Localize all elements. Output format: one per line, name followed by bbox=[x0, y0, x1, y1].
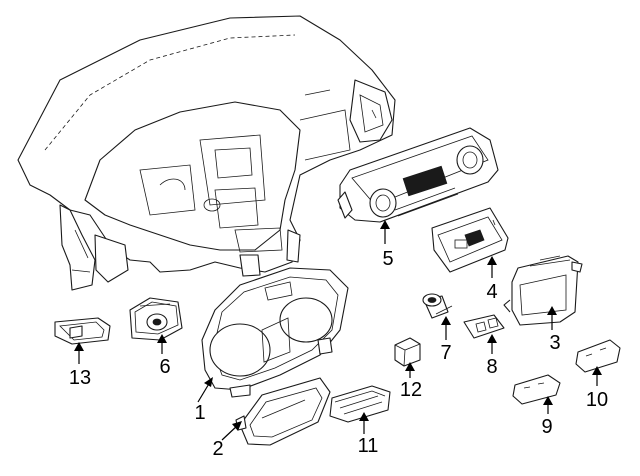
headlamp-switch-illustration bbox=[129, 297, 183, 341]
callout-6: 6 bbox=[159, 356, 170, 378]
callout-5: 5 bbox=[382, 248, 393, 270]
callout-2: 2 bbox=[212, 438, 223, 460]
callout-4: 4 bbox=[486, 281, 497, 303]
module-illustration bbox=[431, 207, 509, 273]
bracket-illustration bbox=[54, 317, 111, 345]
button-12-illustration bbox=[394, 337, 421, 367]
instrument-cluster-illustration bbox=[201, 267, 349, 398]
power-outlet-illustration bbox=[422, 293, 453, 319]
callout-9: 9 bbox=[541, 416, 552, 438]
callout-1: 1 bbox=[194, 402, 205, 424]
callout-7: 7 bbox=[440, 342, 451, 364]
trim-panel-11-illustration bbox=[329, 385, 391, 423]
callout-3: 3 bbox=[549, 332, 560, 354]
callout-labels: 1 2 3 4 5 6 7 8 9 10 11 12 13 bbox=[69, 248, 608, 460]
leader-lines bbox=[74, 220, 602, 441]
switch-10-illustration bbox=[575, 339, 621, 373]
display-unit-illustration bbox=[503, 255, 583, 326]
callout-12: 12 bbox=[400, 379, 422, 401]
callout-10: 10 bbox=[586, 389, 608, 411]
climate-control-panel-illustration bbox=[337, 127, 499, 223]
callout-13: 13 bbox=[69, 367, 91, 389]
callout-8: 8 bbox=[486, 356, 497, 378]
switch-9-illustration bbox=[512, 374, 561, 405]
callout-11: 11 bbox=[358, 435, 379, 457]
instrument-panel-illustration bbox=[17, 15, 396, 291]
switch-8-illustration bbox=[463, 314, 505, 339]
